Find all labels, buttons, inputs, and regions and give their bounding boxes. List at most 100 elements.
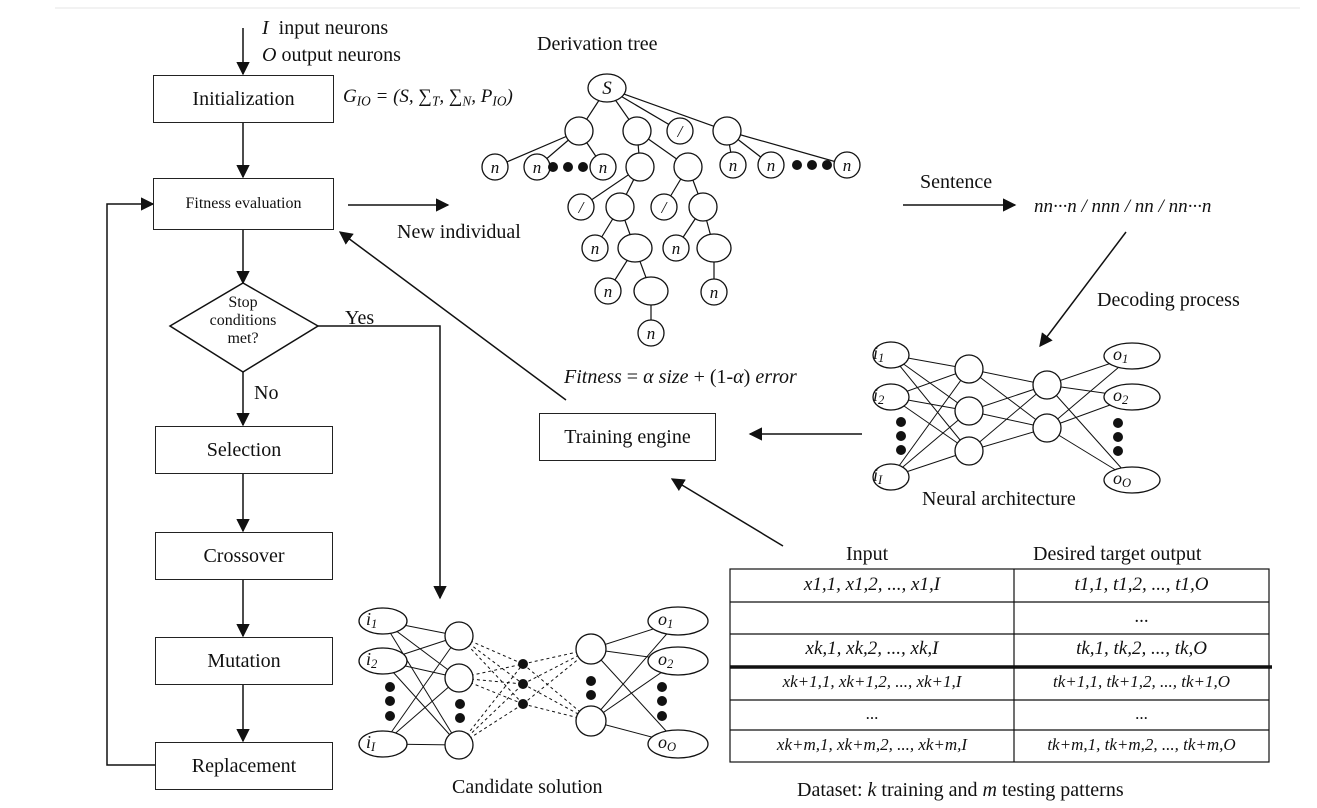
tree-node-label: n: [672, 239, 681, 258]
tree-node: [719, 151, 747, 179]
network-edge: [968, 384, 1048, 452]
training-engine-box: Training engine: [539, 413, 716, 461]
network-node: [872, 341, 910, 369]
tree-node: [650, 193, 678, 221]
mutation-box: Mutation: [155, 637, 333, 685]
network-edge-dashed: [458, 663, 524, 679]
network-node-label: o1: [1113, 344, 1129, 367]
network-node: [1103, 342, 1161, 370]
tree-node: [589, 153, 617, 181]
dataset-cell-input: xk,1, xk,2, ..., xk,I: [805, 638, 939, 659]
tree-node: [622, 116, 652, 146]
new-individual-label: New individual: [397, 221, 521, 243]
dataset-caption: Dataset: k training and m testing patter…: [797, 779, 1124, 801]
network-ellipsis-dot: [518, 679, 528, 689]
tree-node: [481, 153, 509, 181]
dataset-col-input: Input: [846, 543, 889, 565]
network-edge: [1046, 355, 1133, 429]
tree-node: [625, 152, 655, 182]
network-node: [358, 607, 408, 635]
dataset-cell-output: t1,1, t1,2, ..., t1,O: [1074, 574, 1209, 595]
stop-condition-diamond: [168, 282, 320, 373]
candidate-solution-network: [358, 606, 709, 760]
dataset-cell-output: ...: [1134, 606, 1149, 627]
tree-node-label: n: [647, 324, 656, 343]
network-edge: [382, 660, 460, 746]
dataset-cell-input: ...: [865, 704, 879, 723]
tree-node: [700, 278, 728, 306]
tree-node: [666, 117, 694, 145]
network-node-label: i1: [366, 609, 378, 632]
network-node: [954, 354, 984, 384]
tree-node: [605, 192, 635, 222]
network-ellipsis-dot: [385, 682, 395, 692]
tree-ellipsis-dot: [563, 162, 573, 172]
replacement-box: Replacement: [155, 742, 333, 790]
network-node-label: iI: [366, 732, 376, 755]
dataset-col-output: Desired target output: [1033, 543, 1202, 565]
tree-node-label: n: [533, 158, 542, 177]
network-node: [647, 729, 709, 759]
network-ellipsis-dot: [385, 696, 395, 706]
network-ellipsis-dot: [586, 690, 596, 700]
dataset-cell-output: tk+1,1, tk+1,2, ..., tk+1,O: [1053, 672, 1230, 691]
tree-edge: [494, 130, 580, 168]
network-node-label: i2: [873, 385, 885, 408]
tree-node: [581, 234, 609, 262]
tree-ellipsis-dot: [548, 162, 558, 172]
tree-node: [564, 116, 594, 146]
network-node: [647, 606, 709, 636]
grammar-definition: GIO = (S, ∑T, ∑N, PIO): [343, 86, 513, 109]
network-ellipsis-dot: [896, 445, 906, 455]
tree-node-label: n: [491, 158, 500, 177]
candidate-solution-label: Candidate solution: [452, 776, 603, 798]
tree-ellipsis-dot: [578, 162, 588, 172]
network-ellipsis-dot: [455, 699, 465, 709]
input-neurons-note: I input neurons: [262, 17, 389, 39]
flowchart-arrows: [106, 28, 1127, 766]
network-edge-dashed: [522, 648, 592, 685]
tree-node-label: n: [843, 156, 852, 175]
network-ellipsis-dot: [657, 696, 667, 706]
network-edge-dashed: [458, 677, 524, 685]
tree-node: [617, 233, 653, 263]
tree-edge: [726, 130, 848, 166]
network-node: [954, 396, 984, 426]
network-node: [1103, 383, 1161, 411]
network-node: [444, 621, 474, 651]
network-node-label: oO: [1113, 468, 1132, 491]
network-edge: [890, 368, 970, 478]
tree-node: [594, 277, 622, 305]
network-ellipsis-dot: [455, 713, 465, 723]
network-node: [1032, 370, 1062, 400]
tree-node-label: n: [591, 239, 600, 258]
tree-ellipsis-dot: [822, 160, 832, 170]
network-edge: [890, 354, 970, 452]
network-ellipsis-dot: [1113, 432, 1123, 442]
network-node: [575, 633, 607, 665]
tree-node: [637, 319, 665, 347]
tree-node-label: n: [599, 158, 608, 177]
network-edge-dashed: [522, 683, 592, 722]
network-edge-dashed: [458, 663, 524, 746]
network-node-label: oO: [658, 732, 677, 755]
fitness-evaluation-box: Fitness evaluation: [153, 178, 334, 230]
neural-architecture-label: Neural architecture: [922, 488, 1076, 510]
tree-node-label: /: [677, 122, 685, 141]
network-node: [954, 436, 984, 466]
tree-ellipsis-dot: [792, 160, 802, 170]
crossover-box: Crossover: [155, 532, 333, 580]
network-ellipsis-dot: [518, 699, 528, 709]
sentence-value: nn···n / nnn / nn / nn···n: [1034, 196, 1212, 217]
network-ellipsis-dot: [1113, 446, 1123, 456]
tree-node-label: n: [710, 283, 719, 302]
tree-node: [688, 192, 718, 222]
stop-condition-label: Stop conditions met?: [209, 294, 277, 347]
tree-node-label: S: [602, 78, 612, 99]
dataset-cell-input: xk+1,1, xk+1,2, ..., xk+1,I: [782, 672, 962, 691]
tree-node-label: /: [578, 198, 586, 217]
network-node-label: i2: [366, 649, 378, 672]
sentence-label: Sentence: [920, 171, 993, 193]
